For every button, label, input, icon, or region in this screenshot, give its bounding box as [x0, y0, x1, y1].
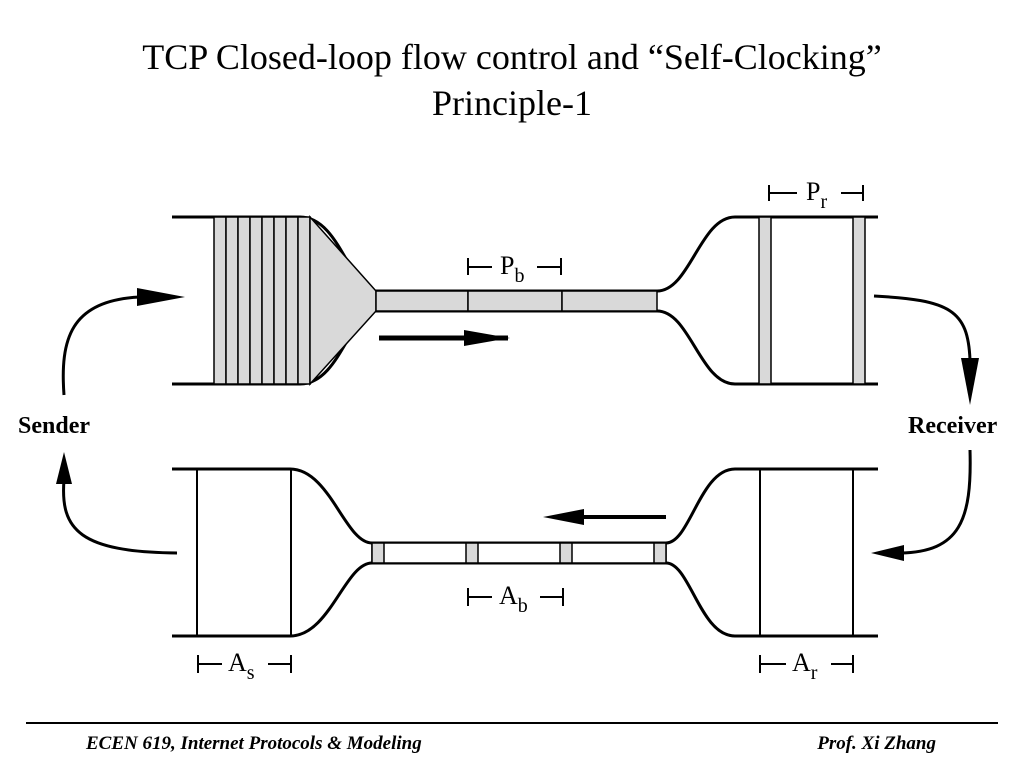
sender-label: Sender — [18, 413, 90, 439]
footer-divider — [26, 722, 998, 724]
queued-packet — [213, 216, 227, 385]
ack-packet — [465, 542, 479, 564]
as-label: As — [228, 648, 255, 684]
footer-course: ECEN 619, Internet Protocols & Modeling — [86, 733, 422, 754]
ack-spacing-lines — [196, 469, 854, 636]
ar-dimension — [759, 655, 854, 673]
as-dimension — [197, 655, 292, 673]
ab-label: Ab — [499, 581, 528, 617]
ack-packet — [559, 542, 573, 564]
bottleneck-packet — [467, 290, 563, 312]
ack-direction-arrowhead — [543, 509, 584, 525]
packet-funnel — [309, 215, 377, 386]
pb-dimension — [467, 258, 562, 275]
footer-instructor: Prof. Xi Zhang — [817, 733, 936, 754]
queued-packet — [261, 216, 275, 385]
queued-packet — [249, 216, 263, 385]
ack-segment — [371, 542, 667, 564]
bottleneck-packet — [375, 290, 469, 312]
received-packet — [852, 216, 866, 385]
queued-packet — [225, 216, 239, 385]
ack-to-sender-arrow — [62, 479, 178, 555]
slide-title: TCP Closed-loop flow control and “Self-C… — [0, 34, 1024, 126]
receiver-to-ack-arrowhead — [871, 545, 904, 561]
pr-label: Pr — [806, 177, 827, 213]
pr-dimension — [768, 185, 864, 201]
sender-queue-packets — [213, 215, 377, 386]
ack-packet — [371, 542, 385, 564]
queued-packet — [285, 216, 299, 385]
receiver-packets — [758, 216, 866, 385]
ar-label: Ar — [792, 648, 818, 684]
receiver-to-ack-arrow — [899, 449, 972, 555]
pb-label: Pb — [500, 251, 524, 287]
receiver-label: Receiver — [908, 413, 998, 439]
received-packet — [758, 216, 772, 385]
ack-to-sender-arrowhead — [56, 452, 72, 484]
bottleneck-packet — [561, 290, 658, 312]
pipe-to-receiver-arrow — [873, 294, 972, 361]
sender-to-pipe-arrow — [61, 295, 141, 396]
title-line-2: Principle-1 — [432, 83, 592, 123]
data-direction-arrowhead — [464, 330, 510, 346]
title-line-1: TCP Closed-loop flow control and “Self-C… — [142, 37, 882, 77]
pipe-to-receiver-arrowhead — [961, 358, 979, 405]
bottleneck-data-packets — [375, 290, 658, 312]
ab-dimension — [467, 588, 564, 606]
bottleneck-acks — [371, 542, 667, 564]
queued-packet — [297, 216, 311, 385]
ack-packet — [653, 542, 667, 564]
ack-pipe-top-wall — [172, 467, 878, 545]
sender-to-pipe-arrowhead — [137, 288, 185, 306]
queued-packet — [237, 216, 251, 385]
queued-packet — [273, 216, 287, 385]
